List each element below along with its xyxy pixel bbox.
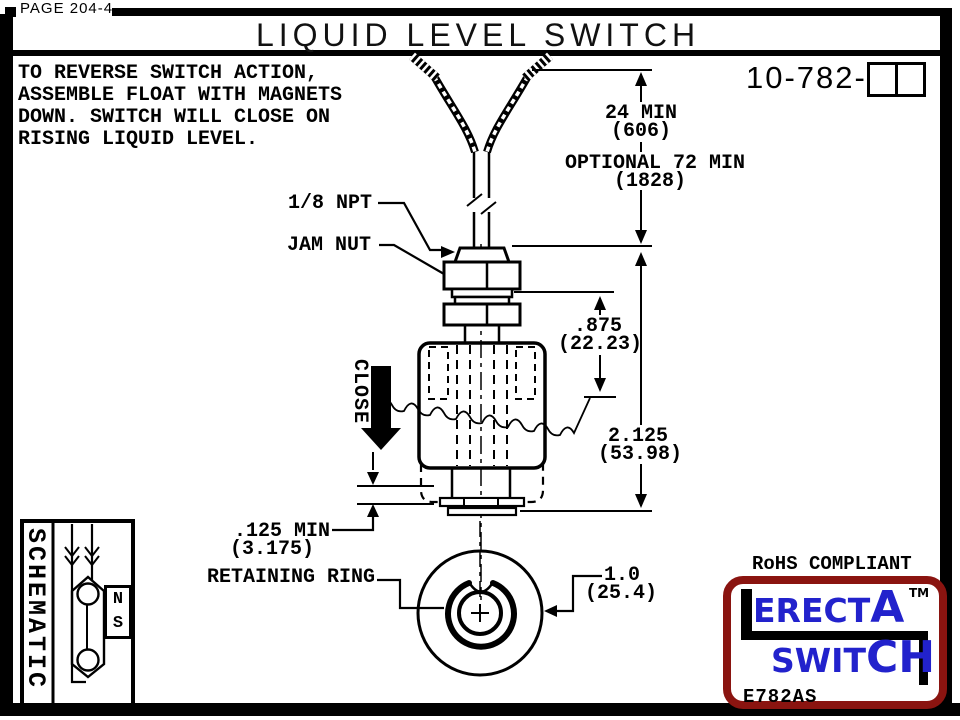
float-body	[417, 341, 547, 504]
bottom-stem	[438, 468, 526, 517]
lead-wires	[409, 52, 553, 154]
callout-npt: 1/8 NPT	[288, 192, 373, 215]
callout-jam-nut: JAM NUT	[287, 234, 372, 257]
liquid-level-line	[377, 397, 591, 437]
leader-lines	[332, 201, 602, 613]
dim-125-label: .125 MIN	[233, 520, 330, 543]
reverse-action-note: TO REVERSE SWITCH ACTION, ASSEMBLE FLOAT…	[18, 63, 342, 151]
logo-model-code: E782AS	[743, 686, 818, 708]
part-number-prefix: 10-782-	[746, 60, 867, 95]
note-line: ASSEMBLE FLOAT WITH MAGNETS	[18, 84, 343, 107]
schematic-box	[20, 519, 135, 709]
bottom-view	[416, 521, 544, 677]
magnet-south-label: S	[112, 614, 124, 633]
logo-word2-main: SWIT	[771, 641, 866, 680]
dim-24min-arrows	[635, 72, 647, 244]
page-label: PAGE 204-4	[20, 0, 114, 17]
callout-retaining-ring: RETAINING RING	[207, 566, 376, 589]
note-line: RISING LIQUID LEVEL.	[18, 128, 259, 151]
dim-10-mm: (25.4)	[585, 582, 658, 605]
dim-10-label: 1.0	[604, 564, 641, 587]
cable	[466, 152, 497, 248]
logo-bracket-left	[741, 589, 752, 639]
close-arrow	[361, 366, 401, 450]
logo-word2-last: CH	[865, 632, 936, 683]
dim-72min-mm: (1828)	[613, 170, 686, 193]
dim-2125	[520, 256, 652, 512]
dim-125-mm: (3.175)	[229, 538, 314, 561]
part-number-box-2	[894, 62, 926, 97]
callout-close: CLOSE	[348, 359, 371, 425]
magnet-symbol: N S	[104, 585, 132, 639]
page-title: LIQUID LEVEL SWITCH	[255, 17, 701, 53]
note-line: TO REVERSE SWITCH ACTION,	[18, 62, 319, 85]
trademark-symbol: TM	[909, 586, 930, 600]
part-number: 10-782-	[746, 60, 926, 97]
dim-2125-arrows	[635, 252, 647, 508]
erecta-switch-logo: ERECTA TM SWITCH E782AS	[723, 576, 947, 709]
logo-word-erecta: ERECTA	[753, 582, 904, 633]
logo-word1-last: A	[870, 582, 905, 633]
logo-bracket-right	[919, 640, 928, 685]
dim-2125-label: 2.125	[607, 425, 668, 448]
logo-word1-main: ERECT	[753, 591, 871, 630]
npt-fitting	[442, 246, 522, 343]
dim-875-label: .875	[573, 315, 622, 338]
page-frame	[0, 7, 960, 716]
logo-bracket-horizontal	[741, 631, 928, 640]
dim-125	[357, 452, 434, 505]
dim-24min-label: 24 MIN	[604, 102, 677, 125]
rohs-compliant-label: RoHS COMPLIANT	[752, 553, 912, 575]
dim-125-arrows	[367, 472, 379, 517]
note-line: DOWN. SWITCH WILL CLOSE ON	[18, 106, 331, 129]
dim-24min-mm: (606)	[610, 120, 671, 143]
dim-875-arrows	[594, 296, 606, 392]
dim-2125-mm: (53.98)	[597, 443, 682, 466]
part-number-box-1	[866, 62, 898, 97]
dim-875-mm: (22.23)	[557, 333, 642, 356]
schematic-label: SCHEMATIC	[21, 528, 50, 691]
magnet-north-label: N	[112, 590, 124, 609]
dim-72min-label: OPTIONAL 72 MIN	[564, 152, 746, 175]
logo-word-switch: SWITCH	[771, 632, 935, 683]
leader-arrowheads	[441, 246, 557, 617]
